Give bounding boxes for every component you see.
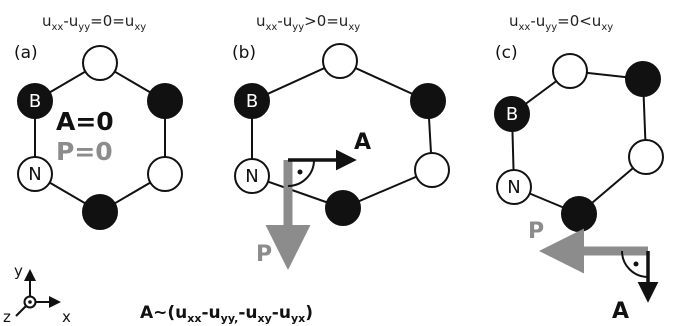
panel-b-condition: uxx-uyy>0=uxy — [256, 12, 360, 33]
atom-filled — [410, 83, 446, 119]
atom-nitrogen — [496, 169, 532, 205]
atom-filled — [625, 61, 661, 97]
p-zero-label: P=0 — [56, 137, 113, 166]
a-arrow-label: A — [354, 130, 371, 155]
atom-nitrogen — [234, 158, 270, 194]
right-angle-mark — [621, 250, 649, 278]
atom-filled — [325, 190, 361, 226]
panel-a-label: (a) — [14, 43, 38, 63]
atom-nitrogen — [17, 156, 53, 192]
atom-filled — [82, 194, 118, 230]
atom-boron — [234, 83, 270, 119]
atom-empty — [552, 53, 588, 89]
nitrogen-label: N — [507, 177, 520, 198]
atom-filled — [561, 196, 597, 232]
boron-label: B — [29, 91, 41, 112]
panel-c: uxx-uyy=0<uxy (c) B N P A — [494, 12, 664, 324]
atom-empty — [322, 43, 358, 79]
hexagon-bonds — [251, 59, 434, 210]
nitrogen-label: N — [28, 164, 41, 185]
panel-b-label: (b) — [232, 43, 256, 63]
p-arrow-label: P — [528, 219, 544, 244]
atom-boron — [494, 96, 530, 132]
x-axis-label: x — [62, 308, 71, 326]
boron-label: B — [506, 104, 518, 125]
coordinate-axes: y x z — [3, 262, 71, 326]
atom-empty — [414, 152, 450, 188]
p-arrow-label: P — [256, 242, 272, 267]
atom-boron — [17, 83, 53, 119]
a-formula: A~(uxx-uyy,-uxy-uyx) — [140, 303, 313, 325]
panel-a: uxx-uyy=0=uxy (a) B N A=0 P=0 — [14, 12, 183, 230]
a-arrow-label: A — [612, 299, 629, 324]
z-axis-dot — [28, 300, 32, 304]
atom-empty — [147, 156, 183, 192]
a-zero-label: A=0 — [56, 107, 114, 136]
hexagon-bonds — [510, 69, 648, 216]
nitrogen-label: N — [245, 166, 258, 187]
atom-filled — [147, 83, 183, 119]
panel-c-label: (c) — [495, 43, 518, 63]
boron-label: B — [246, 91, 258, 112]
atom-empty — [82, 45, 118, 81]
z-axis-label: z — [3, 308, 11, 326]
right-angle-dot — [297, 169, 303, 175]
panel-b: uxx-uyy>0=uxy (b) B N A P — [232, 12, 450, 270]
panel-c-condition: uxx-uyy=0<uxy — [509, 12, 613, 33]
right-angle-dot — [633, 261, 639, 267]
right-angle-mark — [287, 159, 315, 187]
panel-a-condition: uxx-uyy=0=uxy — [42, 12, 146, 33]
atom-empty — [628, 139, 664, 175]
y-axis-label: y — [14, 262, 23, 280]
